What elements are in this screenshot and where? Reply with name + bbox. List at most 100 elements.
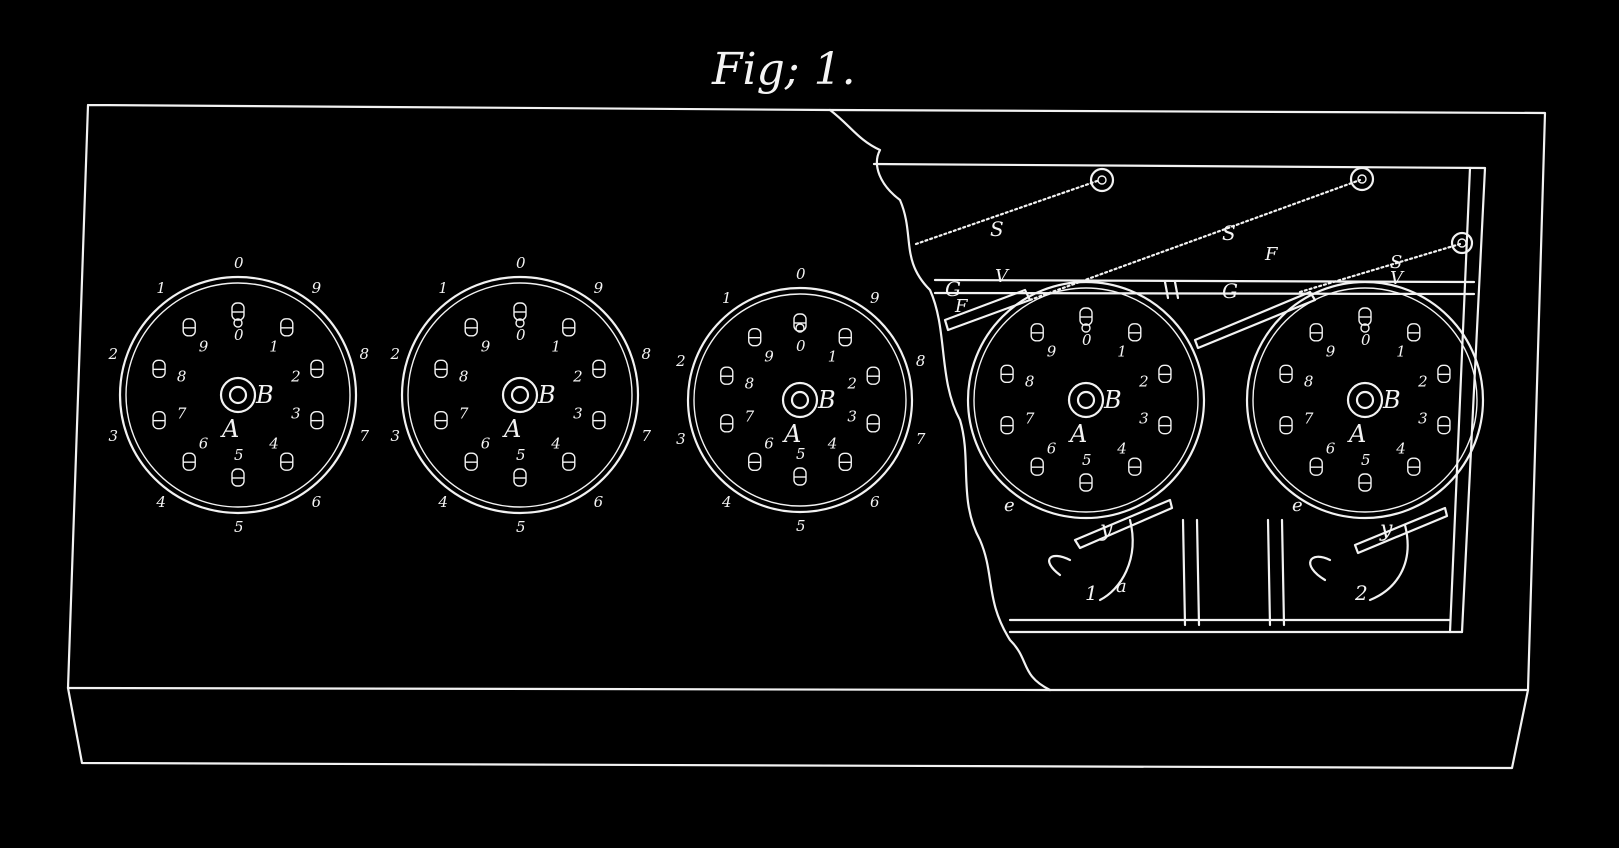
spring-label-2: S bbox=[1222, 221, 1236, 245]
dial-hub-label: A bbox=[220, 415, 239, 443]
outer-number: 8 bbox=[642, 345, 652, 363]
lever-label-f2: F bbox=[1264, 244, 1279, 265]
dial-hub-label: A bbox=[782, 420, 801, 448]
stop-label-e1: e bbox=[1004, 495, 1015, 516]
outer-number: 2 bbox=[389, 345, 400, 363]
inner-number: 2 bbox=[572, 367, 583, 385]
outer-number: 9 bbox=[870, 289, 880, 307]
outer-number: 9 bbox=[312, 279, 322, 297]
inner-number: 0 bbox=[516, 326, 526, 344]
figure-title: Fig; 1. bbox=[711, 44, 856, 95]
outer-number: 7 bbox=[360, 427, 370, 445]
inner-number: 0 bbox=[796, 337, 806, 355]
dial-hub-label: A bbox=[1347, 420, 1366, 448]
outer-number: 1 bbox=[156, 279, 166, 297]
inner-number: 6 bbox=[481, 435, 491, 453]
inner-number: 8 bbox=[459, 367, 469, 385]
inner-number: 2 bbox=[1417, 372, 1428, 390]
dial-rim-inner bbox=[125, 282, 351, 508]
outer-number: 0 bbox=[796, 265, 806, 283]
inner-number: 4 bbox=[827, 435, 838, 453]
springs: S S S bbox=[914, 166, 1474, 302]
index-hole bbox=[1360, 323, 1370, 333]
hub-inner bbox=[1076, 390, 1096, 410]
dial-rim bbox=[118, 275, 358, 515]
outer-number: 8 bbox=[916, 352, 926, 370]
inner-number: 1 bbox=[1117, 342, 1127, 360]
inner-number: 0 bbox=[1082, 331, 1092, 349]
hub-outer bbox=[781, 381, 819, 419]
inner-number: 4 bbox=[1116, 440, 1127, 458]
inner-number: 7 bbox=[1025, 410, 1035, 428]
dial-rim bbox=[1245, 280, 1485, 520]
inner-number: 4 bbox=[268, 435, 279, 453]
inner-number: 8 bbox=[177, 367, 187, 385]
dial-rim-inner bbox=[693, 293, 907, 507]
inner-number: 7 bbox=[177, 405, 187, 423]
inner-number: 0 bbox=[1361, 331, 1371, 349]
outer-number: 3 bbox=[676, 430, 686, 448]
outer-number: 3 bbox=[390, 427, 400, 445]
inner-number: 1 bbox=[269, 337, 279, 355]
outer-number: 5 bbox=[234, 518, 244, 536]
inner-number: 5 bbox=[1082, 451, 1092, 469]
hub-inner bbox=[790, 390, 810, 410]
outer-number: 5 bbox=[796, 517, 806, 535]
inner-number: 1 bbox=[828, 347, 838, 365]
inner-number: 9 bbox=[481, 337, 491, 355]
outer-number: 7 bbox=[916, 430, 926, 448]
hub-inner bbox=[1355, 390, 1375, 410]
inner-number: 8 bbox=[745, 374, 755, 392]
spring-label-3: S bbox=[1390, 252, 1402, 273]
hub-outer bbox=[219, 376, 257, 414]
dial-center-label: B bbox=[817, 386, 836, 414]
hub-inner bbox=[228, 385, 248, 405]
inner-number: 4 bbox=[1395, 440, 1406, 458]
pawl-levers: G G F F V V y y e e 1 a 2 bbox=[943, 244, 1449, 605]
dial-rim-inner bbox=[407, 282, 633, 508]
outer-number: 0 bbox=[516, 254, 526, 272]
inner-number: 3 bbox=[847, 408, 857, 426]
inner-number: 5 bbox=[1361, 451, 1371, 469]
dial-row: BA01234567890987654321BA0123456789098765… bbox=[107, 254, 1485, 536]
inner-number: 2 bbox=[290, 367, 301, 385]
inner-number: 1 bbox=[1396, 342, 1406, 360]
spring-label-1: S bbox=[990, 217, 1004, 241]
outer-number: 6 bbox=[594, 493, 604, 511]
arm-label-y1: y bbox=[1099, 517, 1113, 542]
outer-number: 2 bbox=[107, 345, 118, 363]
outer-number: 3 bbox=[108, 427, 118, 445]
index-hole bbox=[1081, 323, 1091, 333]
inner-number: 5 bbox=[234, 446, 244, 464]
inner-number: 6 bbox=[1326, 440, 1336, 458]
inner-number: 0 bbox=[234, 326, 244, 344]
inner-number: 8 bbox=[1025, 372, 1035, 390]
catch-label-v1: V bbox=[995, 266, 1010, 287]
index-hole bbox=[233, 318, 243, 328]
dial-hub-label: A bbox=[502, 415, 521, 443]
inner-number: 1 bbox=[551, 337, 561, 355]
inner-number: 9 bbox=[764, 347, 774, 365]
inner-number: 3 bbox=[1139, 410, 1149, 428]
dial-center-label: B bbox=[537, 381, 556, 409]
inner-number: 7 bbox=[745, 408, 755, 426]
pawl-label-g1: G bbox=[945, 277, 961, 301]
dial-hub-label: A bbox=[1068, 420, 1087, 448]
outer-number: 6 bbox=[870, 493, 880, 511]
inner-number: 3 bbox=[291, 405, 301, 423]
hub-inner bbox=[510, 385, 530, 405]
cabinet-outline bbox=[66, 103, 1547, 770]
dial-rim bbox=[400, 275, 640, 515]
key-label-1: 1 bbox=[1085, 581, 1098, 605]
inner-number: 9 bbox=[1326, 342, 1336, 360]
inner-number: 6 bbox=[1047, 440, 1057, 458]
outer-number: 2 bbox=[675, 352, 686, 370]
outer-number: 8 bbox=[360, 345, 370, 363]
dial-center-label: B bbox=[1103, 386, 1122, 414]
